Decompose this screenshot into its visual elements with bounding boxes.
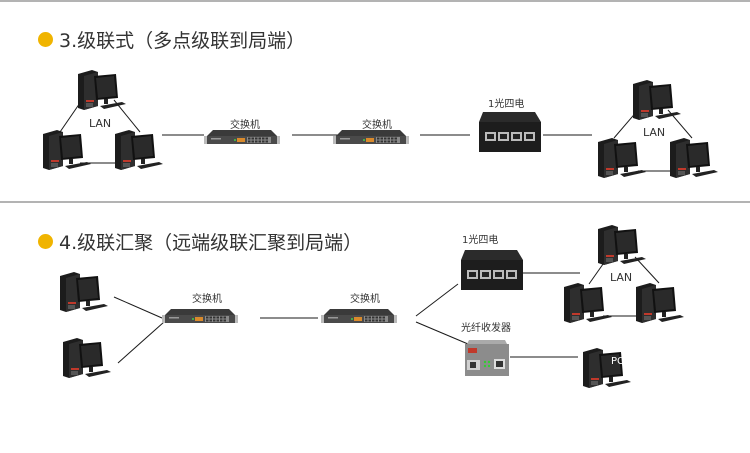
lan-label: LAN <box>89 117 111 130</box>
switch-label: 交换机 <box>192 292 222 305</box>
pc-icon <box>60 272 108 312</box>
pc-icon <box>636 283 684 323</box>
section-3-title: 3.级联式（多点级联到局端） <box>38 26 305 53</box>
media-converter-1f4e-icon <box>461 250 523 290</box>
fiber-transceiver-icon <box>465 340 509 376</box>
switch-icon <box>162 309 238 323</box>
top-divider <box>0 0 750 2</box>
pc-icon <box>564 283 612 323</box>
pc-label: PC <box>611 356 624 367</box>
pc-icon <box>598 138 646 178</box>
media-converter-label: 1光四电 <box>462 233 498 246</box>
switch-label: 交换机 <box>362 118 392 131</box>
pc-icon <box>633 80 681 120</box>
pc-icon <box>598 225 646 265</box>
section-4-title-text: 4.级联汇聚（远端级联汇聚到局端） <box>59 232 363 254</box>
transceiver-label: 光纤收发器 <box>461 321 511 334</box>
switch-icon <box>321 309 397 323</box>
media-converter-1f4e-icon <box>479 112 541 152</box>
bullet-icon <box>38 32 53 47</box>
section-4-title: 4.级联汇聚（远端级联汇聚到局端） <box>38 228 362 255</box>
switch-icon <box>333 130 409 144</box>
lan-label: LAN <box>643 126 665 139</box>
pc-icon <box>78 70 126 110</box>
bullet-icon <box>38 234 53 249</box>
pc-icon <box>63 338 111 378</box>
pc-icon <box>670 138 718 178</box>
switch-label: 交换机 <box>350 292 380 305</box>
switch-icon <box>204 130 280 144</box>
pc-icon <box>583 348 631 388</box>
section-3-title-text: 3.级联式（多点级联到局端） <box>59 30 306 52</box>
switch-label: 交换机 <box>230 118 260 131</box>
media-converter-label: 1光四电 <box>488 97 524 110</box>
pc-icon <box>115 130 163 170</box>
section-divider <box>0 201 750 203</box>
lan-label: LAN <box>610 271 632 284</box>
pc-icon <box>43 130 91 170</box>
